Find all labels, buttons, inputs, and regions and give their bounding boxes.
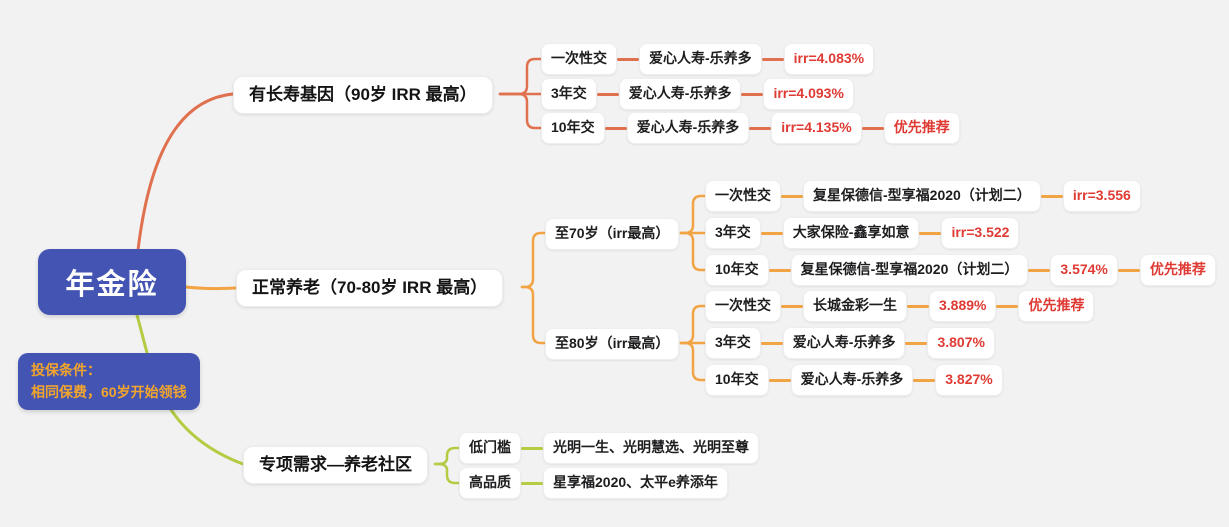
branch3-topic[interactable]: 专项需求—养老社区	[243, 446, 428, 484]
row-connector	[861, 126, 884, 130]
category-topic[interactable]: 低门槛	[459, 432, 521, 464]
row-connector	[1028, 268, 1051, 272]
connector-g70-r3	[679, 231, 707, 272]
row-connector	[604, 126, 627, 130]
irr-topic[interactable]: irr=3.522	[941, 217, 1020, 249]
row-connector	[761, 57, 784, 61]
row-connector	[768, 378, 791, 382]
row-connector	[760, 231, 783, 235]
branch3-row-1: 高品质 星享福2020、太平e养添年	[459, 467, 728, 499]
payment-topic[interactable]: 10年交	[705, 364, 769, 396]
row-connector	[781, 194, 803, 198]
payment-topic[interactable]: 10年交	[705, 254, 769, 286]
row-connector	[768, 268, 791, 272]
row-connector	[907, 304, 929, 308]
row-connector	[760, 341, 783, 345]
group70-row-2: 10年交 复星保德信-型享福2020（计划二） 3.574% 优先推荐	[705, 254, 1216, 286]
row-connector	[617, 57, 639, 61]
payment-topic[interactable]: 10年交	[541, 112, 605, 144]
irr-topic[interactable]: irr=4.135%	[771, 112, 862, 144]
connector-b2-g70	[520, 231, 547, 289]
group80-row-1: 3年交 爱心人寿-乐养多 3.807%	[705, 327, 995, 359]
row-connector	[996, 304, 1019, 308]
connector-b3-r2	[433, 462, 461, 485]
row-connector	[913, 378, 936, 382]
group80-row-0: 一次性交 长城金彩一生 3.889% 优先推荐	[705, 290, 1095, 322]
category-topic[interactable]: 高品质	[459, 467, 521, 499]
product-topic[interactable]: 爱心人寿-乐养多	[782, 327, 906, 359]
root-topic[interactable]: 年金险	[38, 249, 186, 315]
irr-topic[interactable]: irr=3.556	[1062, 180, 1141, 212]
payment-topic[interactable]: 3年交	[541, 78, 597, 110]
branch2-topic[interactable]: 正常养老（70-80岁 IRR 最高）	[236, 269, 504, 307]
row-connector	[596, 92, 619, 96]
group70-row-0: 一次性交 复星保德信-型享福2020（计划二） irr=3.556	[705, 180, 1141, 212]
branch1-row-2: 10年交 爱心人寿-乐养多 irr=4.135% 优先推荐	[541, 112, 960, 144]
products-topic[interactable]: 光明一生、光明慧选、光明至尊	[543, 432, 759, 464]
irr-topic[interactable]: irr=4.083%	[783, 43, 875, 75]
connector-root-branch2	[184, 285, 238, 291]
group80-row-2: 10年交 爱心人寿-乐养多 3.827%	[705, 364, 1003, 396]
payment-topic[interactable]: 3年交	[705, 327, 761, 359]
row-connector	[781, 304, 803, 308]
group70-topic[interactable]: 至70岁（irr最高）	[545, 218, 680, 250]
payment-topic[interactable]: 一次性交	[705, 180, 781, 212]
note-box[interactable]: 投保条件： 相同保费，60岁开始领钱	[18, 353, 200, 411]
connector-g80-r1	[679, 304, 707, 345]
product-topic[interactable]: 复星保德信-型享福2020（计划二）	[790, 254, 1029, 286]
row-connector	[919, 231, 942, 235]
branch1-topic[interactable]: 有长寿基因（90岁 IRR 最高）	[233, 76, 493, 114]
note-line-1: 投保条件：	[31, 362, 101, 378]
branch3-row-0: 低门槛 光明一生、光明慧选、光明至尊	[459, 432, 759, 464]
product-topic[interactable]: 爱心人寿-乐养多	[639, 43, 762, 75]
connector-g80-r3	[679, 341, 707, 382]
product-topic[interactable]: 大家保险-鑫享如意	[782, 217, 920, 249]
payment-topic[interactable]: 一次性交	[705, 290, 781, 322]
payment-topic[interactable]: 3年交	[705, 217, 761, 249]
branch1-row-0: 一次性交 爱心人寿-乐养多 irr=4.083%	[541, 43, 875, 75]
row-connector	[521, 446, 543, 450]
row-connector	[905, 341, 928, 345]
row-connector	[521, 481, 543, 485]
recommend-tag[interactable]: 优先推荐	[883, 112, 960, 144]
group80-topic[interactable]: 至80岁（irr最高）	[545, 328, 680, 360]
row-connector	[1040, 194, 1063, 198]
payment-topic[interactable]: 一次性交	[541, 43, 617, 75]
product-topic[interactable]: 爱心人寿-乐养多	[790, 364, 914, 396]
product-topic[interactable]: 长城金彩一生	[803, 290, 907, 322]
product-topic[interactable]: 复星保德信-型享福2020（计划二）	[803, 180, 1041, 212]
row-connector	[741, 92, 764, 96]
irr-topic[interactable]: 3.827%	[935, 364, 1003, 396]
connector-g70-r1	[679, 194, 707, 235]
irr-topic[interactable]: irr=4.093%	[763, 78, 854, 110]
connector-b1-r3	[498, 92, 543, 130]
recommend-tag[interactable]: 优先推荐	[1018, 290, 1095, 322]
note-line-2: 相同保费，60岁开始领钱	[31, 383, 187, 400]
group70-row-1: 3年交 大家保险-鑫享如意 irr=3.522	[705, 217, 1020, 249]
irr-topic[interactable]: 3.574%	[1050, 254, 1118, 286]
irr-topic[interactable]: 3.889%	[929, 290, 997, 322]
products-topic[interactable]: 星享福2020、太平e养添年	[543, 467, 728, 499]
row-connector	[749, 126, 772, 130]
connector-b3-r1	[433, 446, 461, 466]
recommend-tag[interactable]: 优先推荐	[1139, 254, 1216, 286]
product-topic[interactable]: 爱心人寿-乐养多	[618, 78, 742, 110]
connector-root-branch1	[136, 92, 235, 252]
irr-topic[interactable]: 3.807%	[927, 327, 995, 359]
connector-b2-g80	[520, 285, 547, 345]
row-connector	[1117, 268, 1140, 272]
connector-b1-r1	[498, 57, 543, 96]
product-topic[interactable]: 爱心人寿-乐养多	[626, 112, 750, 144]
branch1-row-1: 3年交 爱心人寿-乐养多 irr=4.093%	[541, 78, 854, 110]
